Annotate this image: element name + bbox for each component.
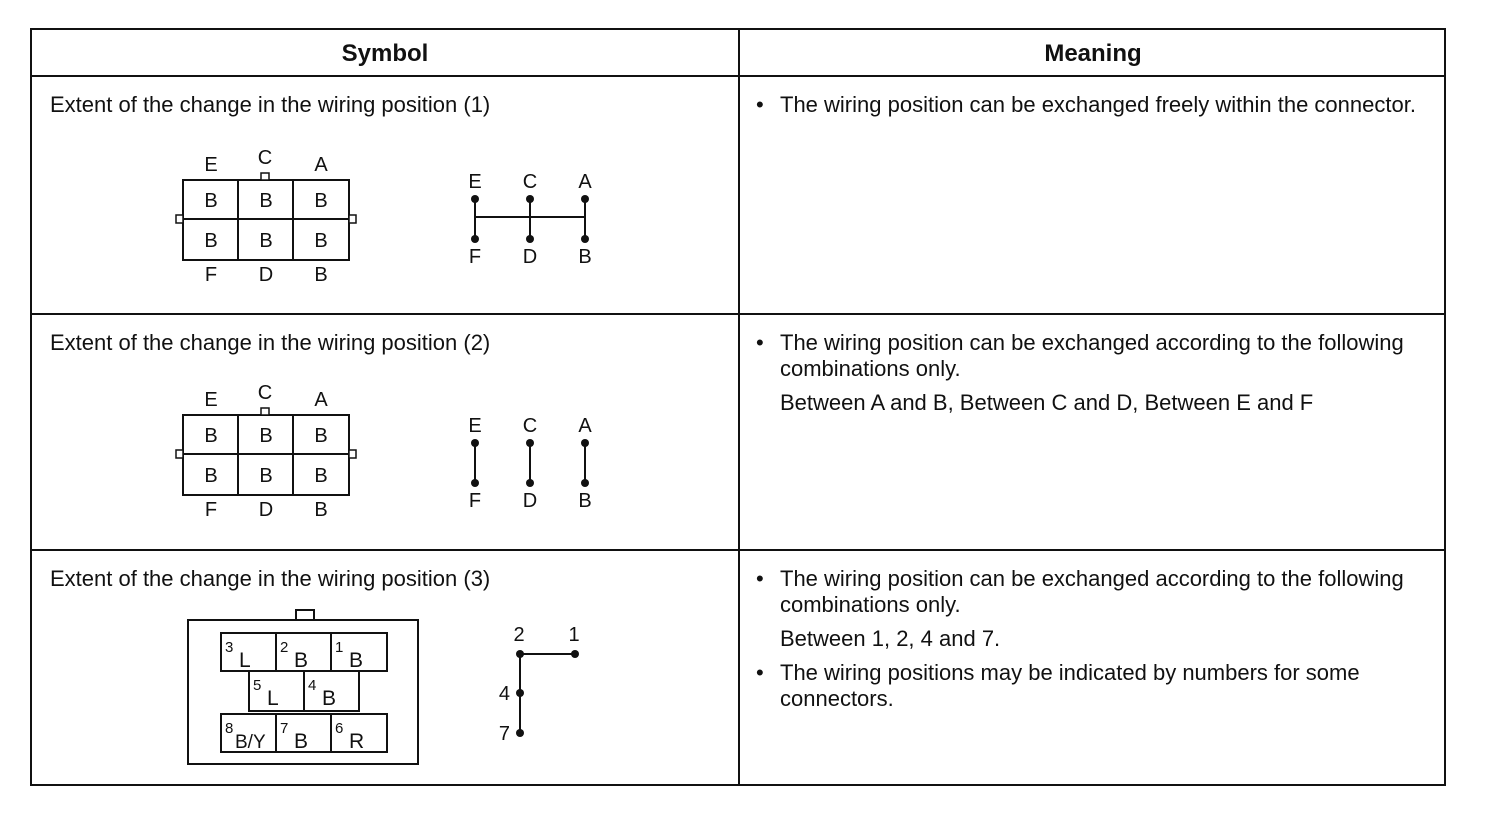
row-2-title: Extent of the change in the wiring posit… (50, 330, 491, 355)
bullet-text: The wiring positions may be indicated by… (780, 660, 1360, 711)
connector-cell: B (259, 465, 272, 487)
pin-number: 2 (280, 639, 288, 656)
terminal-label-1: 1 (568, 624, 579, 646)
terminal-label-e: E (468, 415, 481, 437)
connector-cell: B (314, 465, 327, 487)
terminal-label-f: F (469, 246, 481, 268)
row-1-connector-diagram: E C A B B B B B B F D B (175, 147, 357, 285)
connector-label-d: D (259, 264, 273, 285)
pin-number: 7 (280, 720, 288, 737)
pin-number: 3 (225, 639, 233, 656)
connector-cell: B (204, 230, 217, 252)
header-meaning: Meaning (1044, 39, 1142, 67)
terminal-label-2: 2 (513, 624, 524, 646)
connector-cell: B (259, 190, 272, 212)
terminal-label-c: C (523, 171, 537, 193)
header-divider (32, 75, 1444, 77)
pin-number: 1 (335, 639, 343, 656)
pin-color: B (322, 687, 336, 710)
connector-label-b: B (314, 499, 327, 520)
connector-cell: B (314, 190, 327, 212)
pin-color: L (239, 649, 251, 672)
bullet-glyph: • (756, 330, 764, 355)
row-3-bullet-2: • The wiring positions may be indicated … (754, 660, 1434, 712)
bullet-glyph: • (756, 660, 764, 685)
terminal-label-7: 7 (499, 723, 510, 745)
row-1-bullet-1: • The wiring position can be exchanged f… (754, 92, 1434, 118)
row-2-meaning: • The wiring position can be exchanged a… (754, 330, 1434, 416)
row-1-title: Extent of the change in the wiring posit… (50, 92, 491, 117)
terminal-label-a: A (578, 415, 592, 437)
row-2-connector-diagram: E C A B B B B B B F D B (175, 382, 357, 520)
terminal-label-a: A (578, 171, 592, 193)
row-3-combinations: Between 1, 2, 4 and 7. (780, 626, 1001, 651)
connector-cell: B (204, 425, 217, 447)
connector-label-f: F (205, 264, 217, 285)
connector-label-f: F (205, 499, 217, 520)
pin-number: 6 (335, 720, 343, 737)
row-1-terminal-diagram: E C A F D B (468, 171, 592, 268)
pin-number: 8 (225, 720, 233, 737)
connector-label-b: B (314, 264, 327, 285)
row-3-bullet-1: • The wiring position can be exchanged a… (754, 566, 1434, 618)
row-2-terminal-diagram: E C A F D B (468, 415, 592, 512)
terminal-label-d: D (523, 490, 537, 512)
terminal-label-f: F (469, 490, 481, 512)
pin-color: R (349, 730, 364, 753)
connector-label-a: A (314, 389, 328, 411)
row-2-bullet-1: • The wiring position can be exchanged a… (754, 330, 1434, 382)
pin-color: L (267, 687, 279, 710)
pin-number: 5 (253, 677, 261, 694)
row-3-meaning: • The wiring position can be exchanged a… (754, 566, 1434, 712)
row-divider-1 (32, 313, 1444, 315)
connector-label-d: D (259, 499, 273, 520)
terminal-label-e: E (468, 171, 481, 193)
terminal-label-c: C (523, 415, 537, 437)
bullet-text: The wiring position can be exchanged acc… (780, 566, 1404, 617)
pin-number: 4 (308, 677, 316, 694)
connector-label-c: C (258, 147, 272, 169)
terminal-label-b: B (578, 490, 591, 512)
connector-label-a: A (314, 154, 328, 176)
pin-color: B (294, 649, 308, 672)
row-3-terminal-diagram: 2 1 4 7 (499, 624, 580, 745)
symbol-meaning-table: Symbol Meaning Extent of the change in t… (30, 28, 1446, 786)
row-3-connector-diagram: 3 L 2 B 1 B 5 L 4 B 8 B/Y 7 B 6 R (187, 609, 419, 765)
bullet-glyph: • (756, 566, 764, 591)
row-divider-2 (32, 549, 1444, 551)
bullet-text: The wiring position can be exchanged fre… (780, 92, 1416, 117)
connector-label-e: E (204, 154, 217, 176)
connector-cell: B (204, 465, 217, 487)
column-divider (738, 30, 740, 784)
bullet-text: The wiring position can be exchanged acc… (780, 330, 1404, 381)
row-3-title: Extent of the change in the wiring posit… (50, 566, 491, 591)
header-symbol: Symbol (341, 39, 429, 67)
connector-cell: B (259, 230, 272, 252)
connector-cell: B (259, 425, 272, 447)
pin-color: B (349, 649, 363, 672)
connector-label-e: E (204, 389, 217, 411)
connector-cell: B (314, 230, 327, 252)
terminal-label-4: 4 (499, 683, 510, 705)
row-1-meaning: • The wiring position can be exchanged f… (754, 92, 1434, 118)
connector-label-c: C (258, 382, 272, 404)
terminal-label-d: D (523, 246, 537, 268)
terminal-label-b: B (578, 246, 591, 268)
pin-color: B (294, 730, 308, 753)
pin-color: B/Y (235, 732, 266, 753)
bullet-glyph: • (756, 92, 764, 117)
connector-cell: B (314, 425, 327, 447)
connector-cell: B (204, 190, 217, 212)
row-2-combinations: Between A and B, Between C and D, Betwee… (780, 390, 1314, 415)
